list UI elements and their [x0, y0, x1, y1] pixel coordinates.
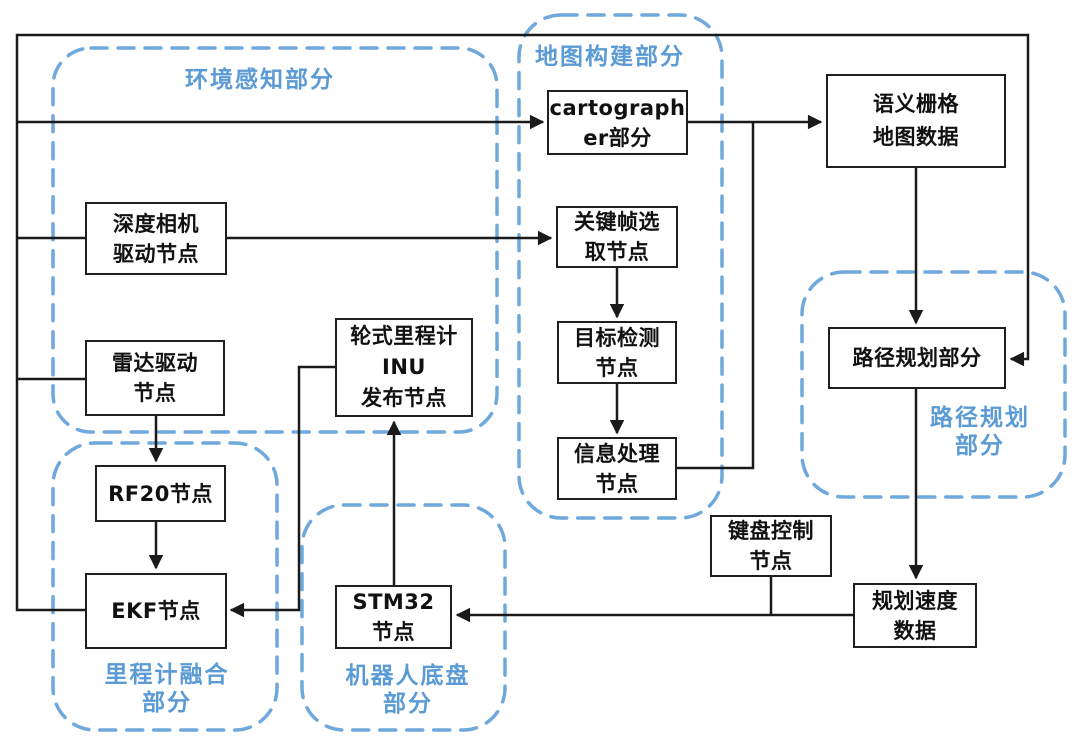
- connector-wheel-odom-to-ekf: [229, 365, 335, 618]
- connector-ekf-to-path-planning: [15, 33, 1030, 612]
- node-stm32: STM32 节点: [335, 585, 452, 649]
- node-cartographer: cartograph er部分: [547, 90, 688, 155]
- node-radar-driver: 雷达驱动 节点: [85, 340, 225, 416]
- node-info-processing: 信息处理 节点: [557, 437, 677, 500]
- node-planned-velocity-data: 规划速度 数据: [853, 583, 977, 648]
- node-object-detection: 目标检测 节点: [557, 321, 677, 384]
- region-environment-outline: [51, 46, 499, 434]
- node-rf20: RF20节点: [95, 465, 226, 522]
- node-keyframe-selection: 关键帧选 取节点: [556, 206, 678, 268]
- node-path-planning: 路径规划部分: [828, 327, 1006, 389]
- connector-info-processing-to-map-line: [677, 123, 755, 470]
- region-label-mapping: 地图构建部分: [535, 44, 685, 70]
- region-odometry-fusion-outline: [51, 441, 279, 732]
- region-mapping-outline: [517, 13, 724, 520]
- node-depth-camera-driver: 深度相机 驱动节点: [85, 202, 227, 275]
- node-ekf: EKF节点: [85, 573, 227, 649]
- region-path-planning-outline: [800, 270, 1067, 499]
- region-label-odometry-fusion: 里程计融合 部分: [104, 662, 230, 716]
- region-label-path-planning: 路径规划 部分: [930, 405, 1030, 459]
- node-semantic-grid-map-data: 语义栅格 地图数据: [826, 74, 1006, 168]
- node-keyboard-control: 键盘控制 节点: [710, 515, 832, 577]
- region-chassis-outline: [300, 503, 507, 732]
- node-wheel-odometry-publisher: 轮式里程计 INU 发布节点: [335, 318, 473, 417]
- region-label-environment: 环境感知部分: [185, 67, 335, 93]
- region-label-chassis: 机器人底盘 部分: [345, 663, 471, 717]
